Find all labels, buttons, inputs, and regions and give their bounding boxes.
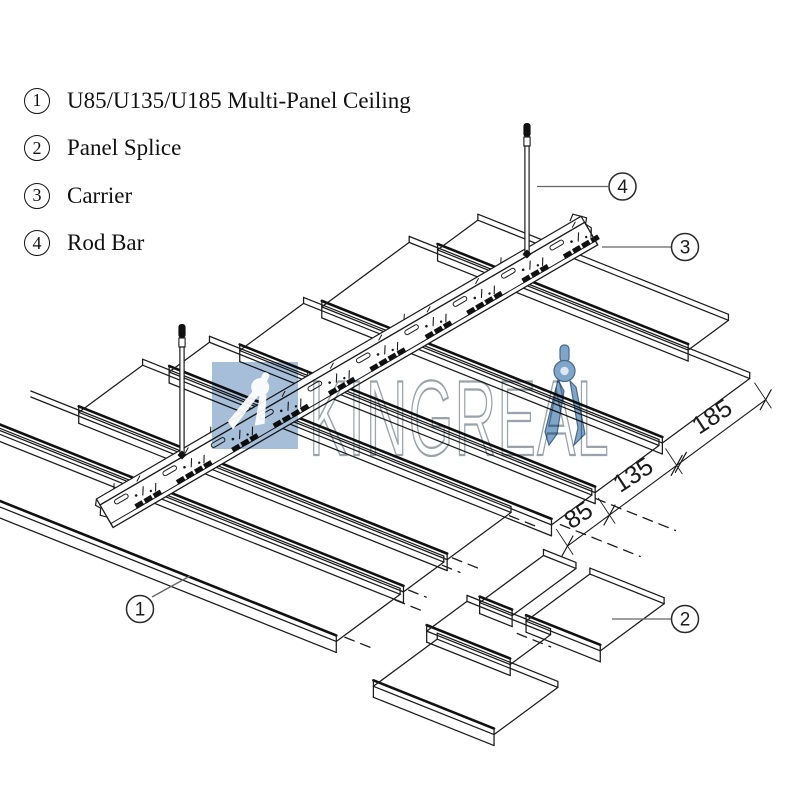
watermark-logo-square xyxy=(212,362,298,449)
watermark-compass-large-icon xyxy=(544,344,586,447)
watermark: KINGREAL xyxy=(212,344,609,480)
callout-2-number: 2 xyxy=(680,610,691,631)
legend-label-2: Panel Splice xyxy=(67,135,182,160)
callout-1-number: 1 xyxy=(135,600,146,621)
rod-bar-right xyxy=(522,123,532,259)
callouts: 1 2 3 4 xyxy=(125,172,700,634)
dim-label-185: 185 xyxy=(687,394,737,440)
callout-1-circle xyxy=(125,594,155,624)
legend-item-rod-bar: 4 Rod Bar xyxy=(24,230,411,257)
callout-1-leader xyxy=(151,575,191,598)
legend: 1 U85/U135/U185 Multi-Panel Ceiling 2 Pa… xyxy=(24,87,411,277)
callout-3: 3 xyxy=(602,232,700,262)
watermark-compass-small-icon xyxy=(227,372,270,430)
callout-3-circle xyxy=(670,232,700,262)
legend-item-carrier: 3 Carrier xyxy=(24,182,411,209)
legend-circled-number-4: 4 xyxy=(24,230,50,256)
rod-bar-left xyxy=(177,324,187,460)
legend-label-1: U85/U135/U185 Multi-Panel Ceiling xyxy=(67,87,411,113)
callout-4-circle xyxy=(608,172,637,201)
legend-label-4: Rod Bar xyxy=(67,230,145,255)
legend-circled-number-3: 3 xyxy=(24,182,50,209)
legend-item-multi-panel-ceiling: 1 U85/U135/U185 Multi-Panel Ceiling xyxy=(24,87,411,114)
callout-4-number: 4 xyxy=(617,177,628,198)
callout-2-circle xyxy=(670,604,700,634)
callout-1: 1 xyxy=(125,575,191,624)
callout-2: 2 xyxy=(612,604,700,634)
panel-splices xyxy=(372,548,665,747)
rod-bars xyxy=(177,123,532,460)
legend-item-panel-splice: 2 Panel Splice xyxy=(24,135,411,162)
dashed-joint-lines xyxy=(344,497,677,651)
callout-4: 4 xyxy=(537,172,637,201)
callout-3-number: 3 xyxy=(680,238,691,259)
legend-circled-number-2: 2 xyxy=(24,135,50,161)
legend-circled-number-1: 1 xyxy=(24,87,50,114)
legend-label-3: Carrier xyxy=(67,182,133,208)
dim-label-135: 135 xyxy=(608,452,658,498)
